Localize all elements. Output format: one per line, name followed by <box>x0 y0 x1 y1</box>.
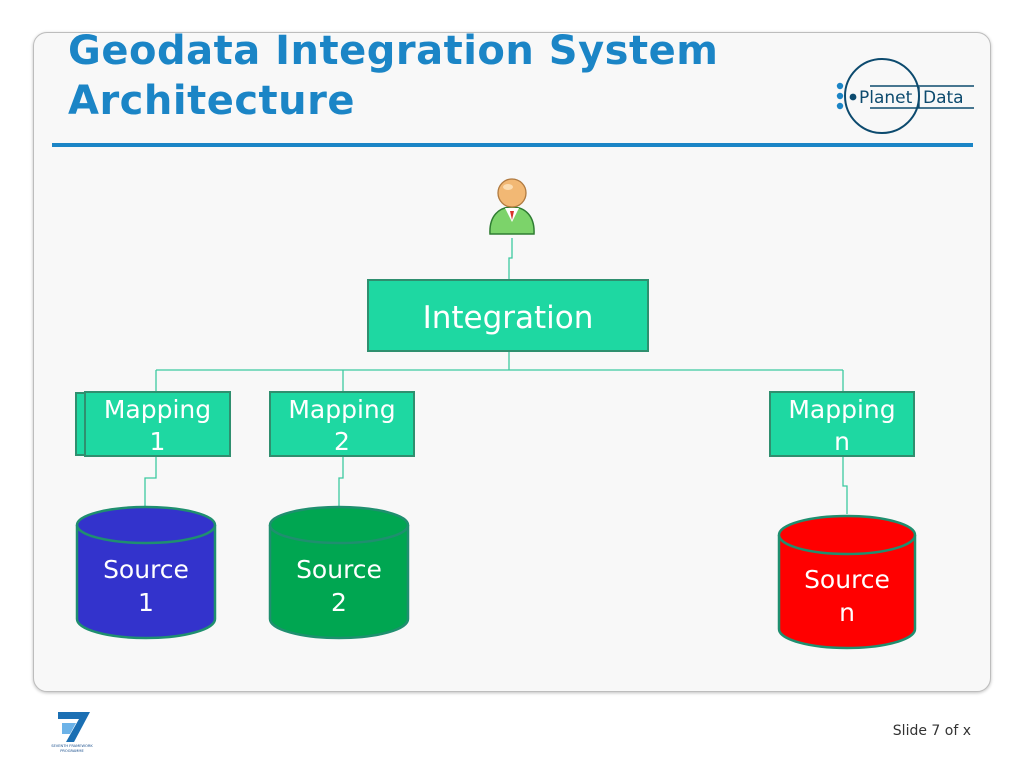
mapping-2-line-1: Mapping <box>288 395 396 424</box>
user-icon <box>489 178 535 235</box>
source-2-shape <box>268 505 410 640</box>
logo-text-data: Data <box>923 88 964 108</box>
title-rule <box>52 143 973 147</box>
connector-source-2 <box>338 457 344 506</box>
connector-user-integration <box>508 238 513 279</box>
integration-box: Integration <box>367 279 649 352</box>
source-1-shape <box>75 505 217 640</box>
logo-text-planet: Planet <box>859 88 913 108</box>
mapping-box-2: Mapping 2 <box>269 391 415 457</box>
slide-number: Slide 7 of x <box>892 723 971 739</box>
mapping-1-line-1: Mapping <box>103 395 212 424</box>
mapping-box-1: Mapping 1 <box>84 391 231 457</box>
slide-title: Geodata Integration System Architecture <box>68 26 828 126</box>
integration-label: Integration <box>422 300 594 336</box>
source-n-shape <box>777 514 917 650</box>
mapping-n-line-1: Mapping <box>788 395 896 424</box>
fp7-logo-line-2: PROGRAMME <box>60 749 84 753</box>
mapping-n-line-2: n <box>834 427 850 456</box>
planetdata-logo: Planet Data <box>836 58 974 134</box>
fp7-logo: SEVENTH FRAMEWORK PROGRAMME <box>51 712 93 753</box>
mapping-1-line-2: 1 <box>149 427 166 456</box>
slide-title-line-1: Geodata Integration System <box>68 28 719 74</box>
mapping-box-n: Mapping n <box>769 391 915 457</box>
fp7-logo-line-1: SEVENTH FRAMEWORK <box>51 744 93 748</box>
mapping-2-line-2: 2 <box>334 427 350 456</box>
slide-title-line-2: Architecture <box>68 78 355 124</box>
connector-source-1 <box>144 457 157 506</box>
connector-source-n <box>842 457 848 514</box>
